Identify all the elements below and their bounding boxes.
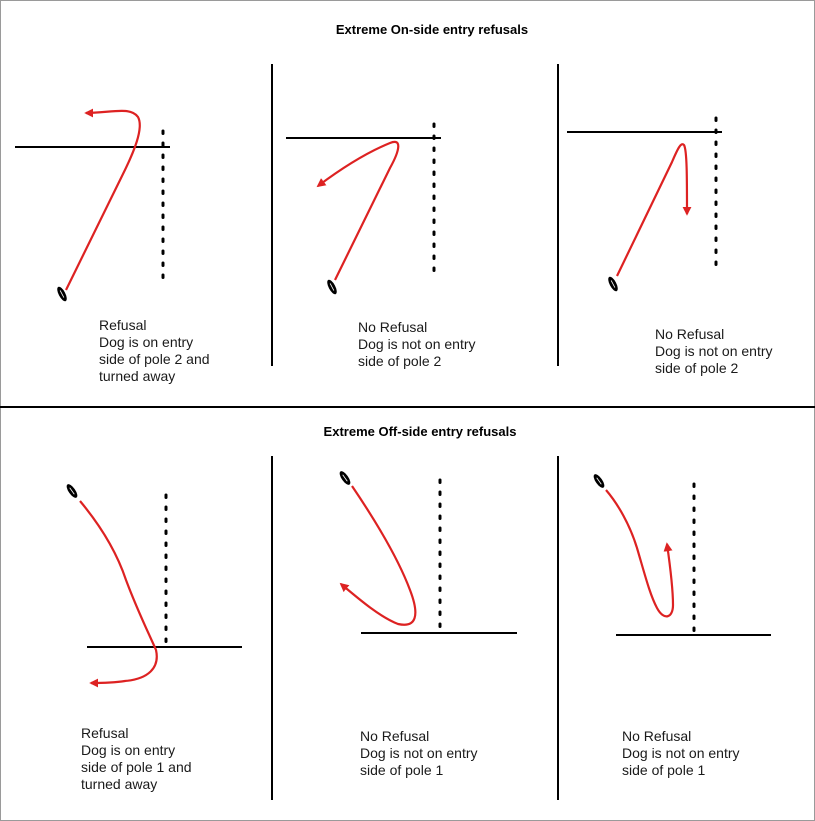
caption-line: side of pole 2 xyxy=(655,360,738,376)
panel-off-side-no-refusal-2: No Refusal Dog is not on entry side of p… xyxy=(593,474,771,778)
caption-line: side of pole 1 and xyxy=(81,759,192,775)
panel-off-side-refusal: Refusal Dog is on entry side of pole 1 a… xyxy=(66,484,242,792)
caption-line: No Refusal xyxy=(655,326,724,342)
caption-line: Dog is not on entry xyxy=(622,745,740,761)
svg-text:Refusal Dog is on entry: Refusal Dog is on entry side of pole 1 a… xyxy=(81,725,195,792)
svg-text:Refusal Dog is on entry: Refusal Dog is on entry side of pole 2 a… xyxy=(99,317,213,384)
caption-line: No Refusal xyxy=(360,728,429,744)
panel-off-side-no-refusal-1: No Refusal Dog is not on entry side of p… xyxy=(339,471,517,778)
dog-path xyxy=(339,485,417,626)
caption-line: Dog is not on entry xyxy=(358,336,476,352)
dog-path xyxy=(65,108,141,291)
caption-line: Dog is not on entry xyxy=(655,343,773,359)
svg-text:No Refusal Dog is not on: No Refusal Dog is not on entry side of p… xyxy=(622,728,743,778)
section-title-off-side: Extreme Off-side entry refusals xyxy=(324,424,517,439)
panel-on-side-no-refusal-1: No Refusal Dog is not on entry side of p… xyxy=(286,122,479,369)
dog-icon xyxy=(608,276,618,292)
dog-icon xyxy=(57,286,67,302)
panel-on-side-refusal: Refusal Dog is on entry side of pole 2 a… xyxy=(15,108,213,384)
caption-line: side of pole 1 xyxy=(622,762,705,778)
panel-on-side-no-refusal-2: No Refusal Dog is not on entry side of p… xyxy=(567,116,776,376)
dog-icon xyxy=(66,484,78,498)
svg-text:No Refusal Dog is not on: No Refusal Dog is not on entry side of p… xyxy=(360,728,481,778)
dog-path xyxy=(605,489,675,618)
caption-line: turned away xyxy=(81,776,157,792)
section-title-on-side: Extreme On-side entry refusals xyxy=(336,22,528,37)
dog-icon xyxy=(327,279,337,295)
caption-line: Refusal xyxy=(81,725,128,741)
dog-path xyxy=(79,500,158,688)
caption-line: No Refusal xyxy=(622,728,691,744)
svg-text:No Refusal Dog is not on: No Refusal Dog is not on entry side of p… xyxy=(655,326,776,376)
caption-line: Refusal xyxy=(99,317,146,333)
caption-line: side of pole 2 xyxy=(358,353,441,369)
caption-line: side of pole 2 and xyxy=(99,351,210,367)
dog-path xyxy=(616,143,692,277)
svg-text:No Refusal Dog is not on: No Refusal Dog is not on entry side of p… xyxy=(358,319,479,369)
caption-line: Dog is on entry xyxy=(81,742,175,758)
caption-line: Dog is not on entry xyxy=(360,745,478,761)
dog-path xyxy=(316,140,400,281)
dog-icon xyxy=(593,474,605,488)
dog-icon xyxy=(339,471,351,485)
caption-line: turned away xyxy=(99,368,175,384)
caption-line: No Refusal xyxy=(358,319,427,335)
caption-line: Dog is on entry xyxy=(99,334,193,350)
caption-line: side of pole 1 xyxy=(360,762,443,778)
